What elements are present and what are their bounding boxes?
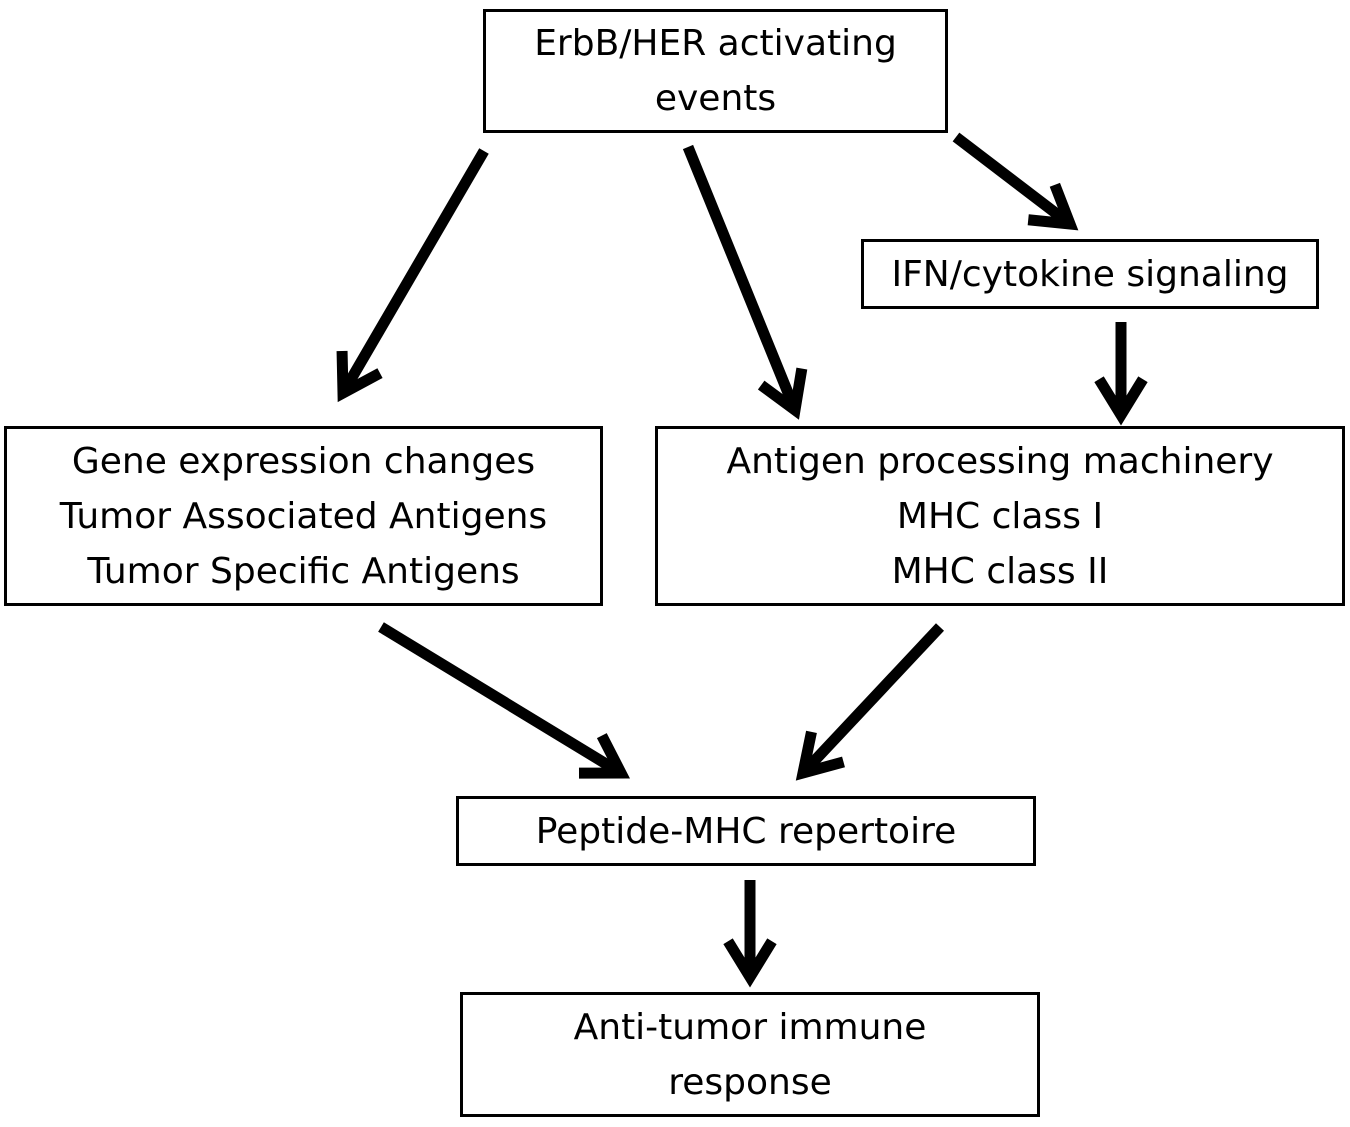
arrow-head [795, 730, 845, 781]
arrow-shaft [682, 144, 801, 413]
arrow-shaft [338, 148, 489, 396]
node-ifn-cytokine-signaling: IFN/cytokine signaling [861, 239, 1319, 309]
arrow-head [1027, 182, 1079, 231]
arrow-shaft [378, 622, 624, 778]
node-peptide-line-1: Peptide-MHC repertoire [535, 810, 957, 852]
node-apm-line-3: MHC class II [891, 550, 1109, 592]
node-erbb-activating-events: ErbB/HER activating events [483, 9, 948, 133]
node-gene-line-3: Tumor Specific Antigens [87, 550, 520, 592]
arrow-head [1094, 376, 1148, 426]
arrow-head [723, 938, 777, 988]
node-ifn-line-1: IFN/cytokine signaling [891, 253, 1289, 295]
node-response-line-2: response [668, 1061, 832, 1103]
arrow-head [578, 733, 630, 779]
arrow-erbb-to-gene [336, 148, 489, 403]
arrow-ifn-to-apm [1094, 322, 1148, 426]
node-peptide-mhc-repertoire: Peptide-MHC repertoire [456, 796, 1036, 866]
node-anti-tumor-immune-response: Anti-tumor immune response [460, 992, 1040, 1117]
node-response-line-1: Anti-tumor immune [573, 1006, 927, 1048]
arrow-gene-to-peptide [378, 622, 630, 779]
node-gene-line-1: Gene expression changes [71, 440, 536, 482]
node-gene-line-2: Tumor Associated Antigens [59, 495, 548, 537]
arrow-peptide-to-response [723, 880, 777, 988]
node-erbb-line-1: ErbB/HER activating [534, 23, 897, 64]
arrow-apm-to-peptide [795, 623, 945, 781]
arrow-shaft [798, 623, 945, 777]
node-apm-line-2: MHC class I [896, 495, 1104, 537]
node-gene-expression-changes: Gene expression changes Tumor Associated… [4, 426, 603, 606]
node-apm-line-1: Antigen processing machinery [726, 440, 1274, 482]
arrow-erbb-to-apm [682, 144, 808, 420]
arrow-head [757, 367, 808, 420]
arrow-shaft [952, 132, 1074, 229]
arrow-erbb-to-ifn [952, 132, 1079, 231]
node-erbb-line-2: events [654, 78, 777, 119]
arrow-head [336, 350, 383, 403]
node-antigen-processing-machinery: Antigen processing machinery MHC class I… [655, 426, 1345, 606]
